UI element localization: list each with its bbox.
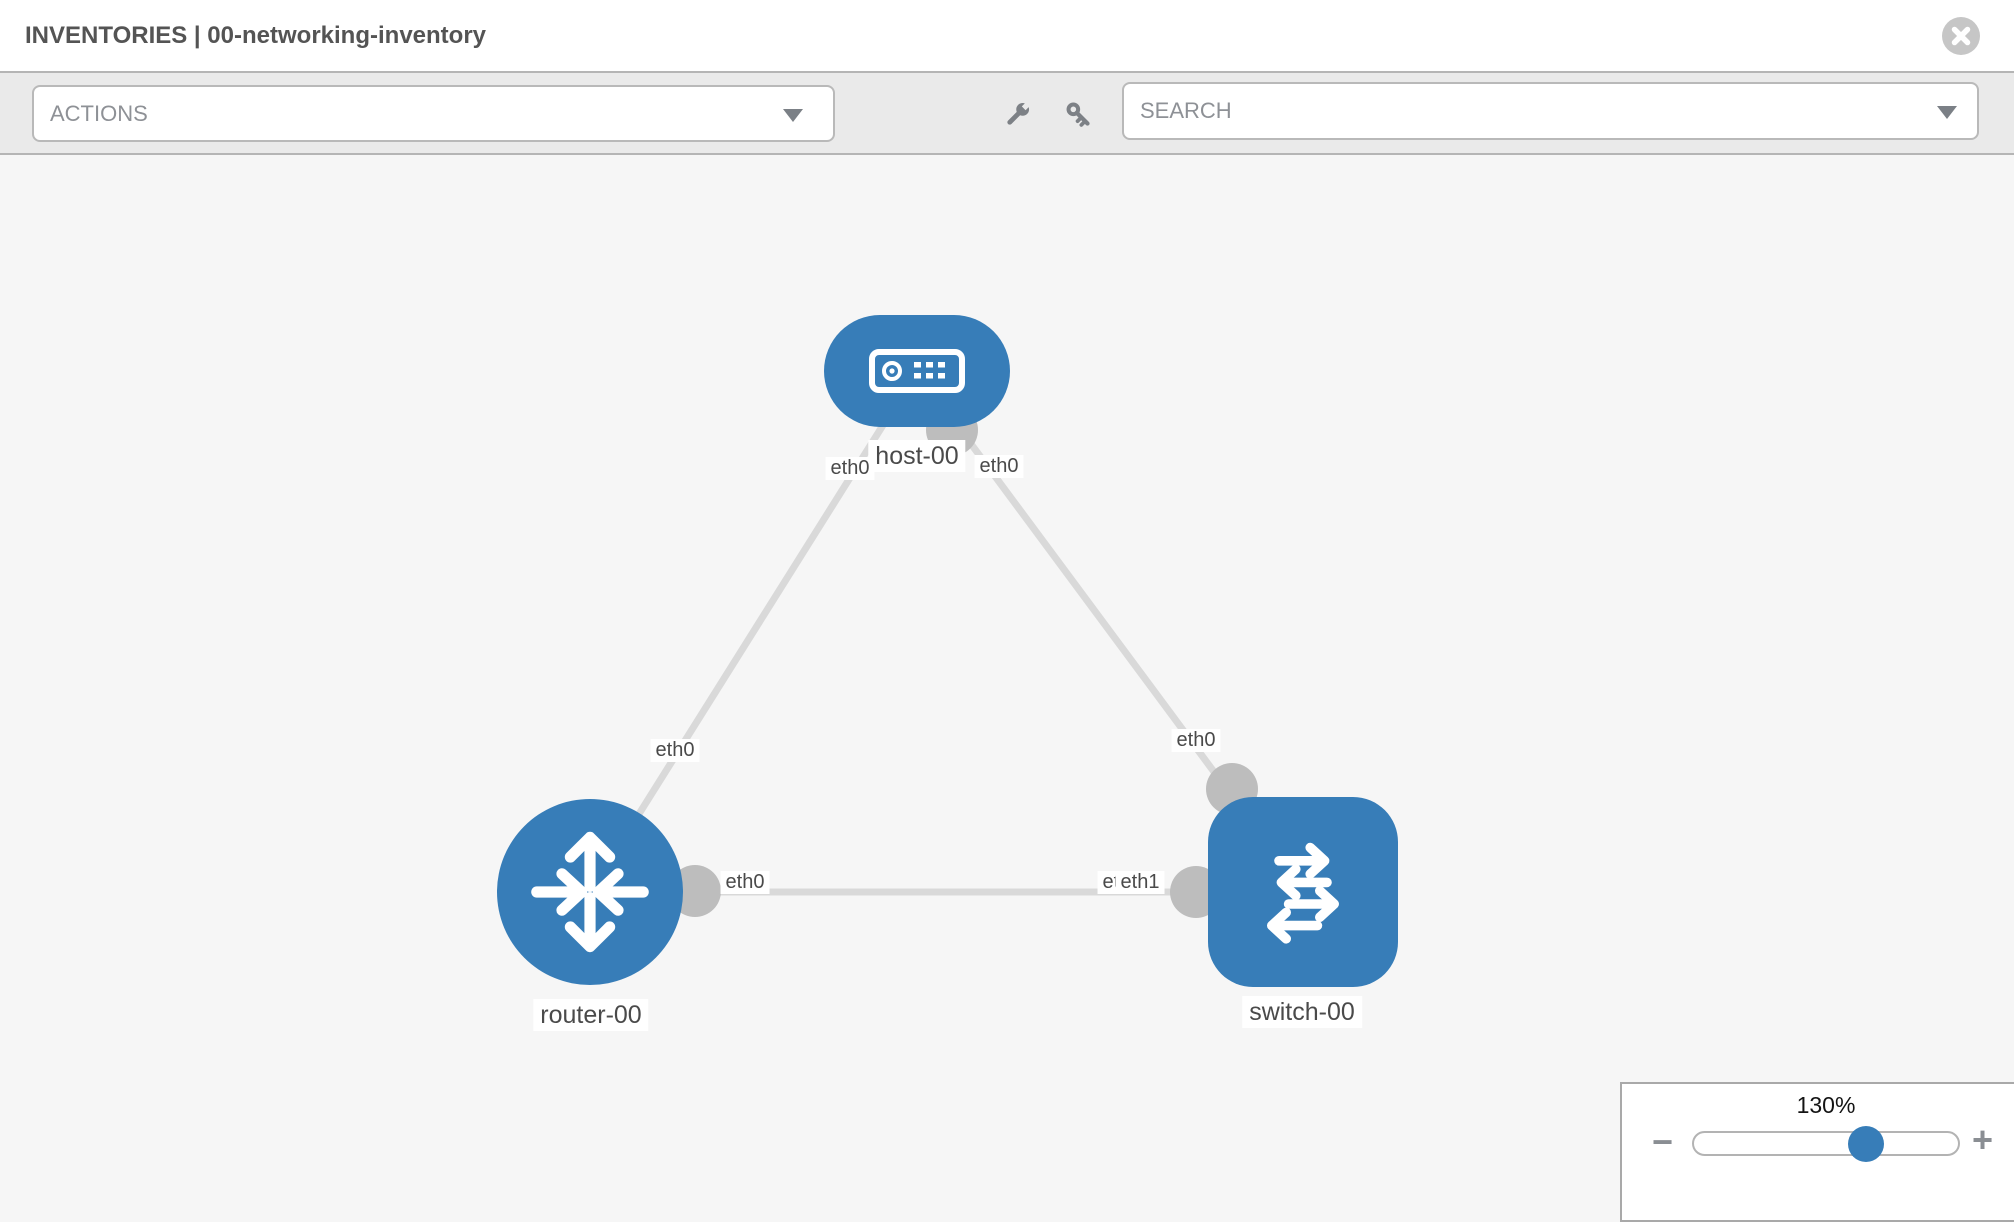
configure-button[interactable] (1001, 99, 1033, 131)
node-router-00[interactable] (497, 799, 683, 985)
zoom-out-button[interactable]: − (1652, 1121, 1674, 1162)
key-icon (1066, 102, 1090, 127)
close-icon (1942, 17, 1980, 55)
zoom-in-button[interactable]: + (1972, 1119, 1994, 1160)
chevron-down-icon (1937, 106, 1957, 119)
toolbar: ACTIONS SEARCH (0, 71, 2014, 155)
zoom-level-value: 130% (1796, 1092, 1856, 1118)
node-host-00[interactable] (824, 315, 1010, 427)
actions-dropdown-label: ACTIONS (50, 100, 148, 126)
interface-label: eth0 (825, 457, 875, 480)
node-label-router-00: router-00 (533, 999, 649, 1031)
zoom-slider-track[interactable] (1692, 1125, 1960, 1162)
zoom-slider-handle[interactable] (1847, 1125, 1884, 1162)
interface-label: eth0 (974, 455, 1024, 478)
close-button[interactable] (1942, 17, 1980, 55)
wrench-icon (1007, 101, 1031, 125)
interface-label: eth0 (720, 871, 770, 894)
host-device-icon (869, 349, 965, 393)
switch-icon (1267, 842, 1339, 944)
router-icon (531, 831, 649, 953)
credentials-button[interactable] (1063, 99, 1095, 131)
chevron-down-icon (783, 108, 803, 122)
node-label-switch-00: switch-00 (1242, 996, 1362, 1028)
page-title: INVENTORIES | 00-networking-inventory (25, 22, 487, 49)
node-switch-00[interactable] (1208, 797, 1398, 987)
node-label-host-00: host-00 (868, 440, 966, 472)
interface-label: eth0 (1171, 729, 1221, 752)
search-dropdown-label: SEARCH (1140, 98, 1232, 123)
interface-label: eth0 (650, 739, 700, 762)
search-dropdown[interactable]: SEARCH (1122, 82, 1979, 140)
zoom-panel: 130% − + (1620, 1082, 2014, 1222)
header: INVENTORIES | 00-networking-inventory (0, 0, 2014, 71)
actions-dropdown[interactable]: ACTIONS (32, 85, 835, 142)
interface-label: eth1 (1115, 871, 1165, 894)
